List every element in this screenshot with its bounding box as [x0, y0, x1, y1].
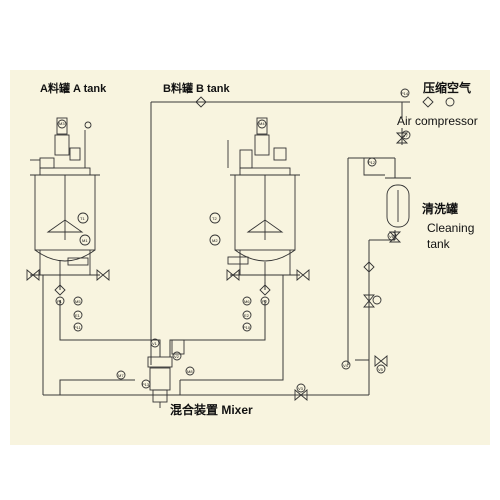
filter-air [195, 96, 207, 108]
tag-m4: M4 [259, 121, 265, 126]
filters [54, 96, 434, 296]
tag-m1: M1 [82, 238, 88, 243]
pipe-network [42, 101, 410, 396]
tag-v6: V6 [389, 234, 395, 239]
tag-p10: P10 [243, 325, 251, 330]
tank-a-title: A料罐 A tank [40, 81, 107, 95]
valve-v3-body [294, 389, 308, 401]
valve-b-right [296, 269, 310, 281]
tag-m6: M6 [244, 299, 250, 304]
tag-p11: P11 [74, 325, 82, 330]
valve-a-left [26, 269, 40, 281]
tag-p13: P13 [142, 382, 150, 387]
valve-v5-body [363, 294, 375, 308]
air-compressor-title-cn: 压缩空气 [423, 80, 471, 95]
filter-b [259, 284, 271, 296]
cleaning-tank [363, 158, 411, 228]
instruments [55, 88, 455, 393]
tag-v5: V5 [378, 367, 384, 372]
tank-a [30, 117, 100, 282]
tank-b [227, 117, 300, 282]
tag-t2: T2 [212, 216, 217, 221]
valve-b-left [226, 269, 240, 281]
tag-m5: M5 [75, 299, 81, 304]
cleaning-tank-title-en: Cleaning [427, 221, 474, 235]
valve-v7-body [395, 132, 409, 144]
tag-v1: V1 [152, 341, 158, 346]
tag-v3: V3 [298, 386, 304, 391]
tag-e1: E1 [75, 313, 81, 318]
valve-v4-body [374, 355, 388, 367]
tag-m8: M8 [187, 369, 193, 374]
tag-v2: V2 [174, 354, 180, 359]
valves [26, 132, 409, 401]
mixer-assembly [147, 339, 185, 408]
tag-p2: P2 [262, 299, 268, 304]
tag-v4: V4 [343, 363, 349, 368]
cleaning-tank-title-cn: 清洗罐 [422, 201, 458, 216]
tag-p12: P12 [368, 160, 376, 165]
filter-a [54, 284, 66, 296]
air-compressor-title-en: Air compressor [397, 114, 478, 128]
instrument-tags: M3 T1 M1 P1 M5 E1 P11 M4 T2 M2 M6 P2 E2 … [57, 91, 409, 391]
valve-a-right [96, 269, 110, 281]
tag-m2: M2 [212, 238, 218, 243]
mixer-title: 混合装置 Mixer [170, 402, 253, 417]
tag-m3: M3 [59, 121, 65, 126]
tag-v7: V7 [403, 133, 409, 138]
tag-p1: P1 [57, 299, 63, 304]
tank-b-title: B料罐 B tank [163, 81, 230, 95]
filter-clean [363, 261, 375, 273]
tag-p14: P14 [401, 91, 409, 96]
filter-compressor [422, 96, 434, 108]
tag-t1: T1 [80, 216, 85, 221]
tag-m7: M7 [118, 373, 124, 378]
cleaning-tank-title-en2: tank [427, 237, 451, 251]
valve-v6-body [388, 231, 402, 243]
tag-e2: E2 [244, 313, 250, 318]
